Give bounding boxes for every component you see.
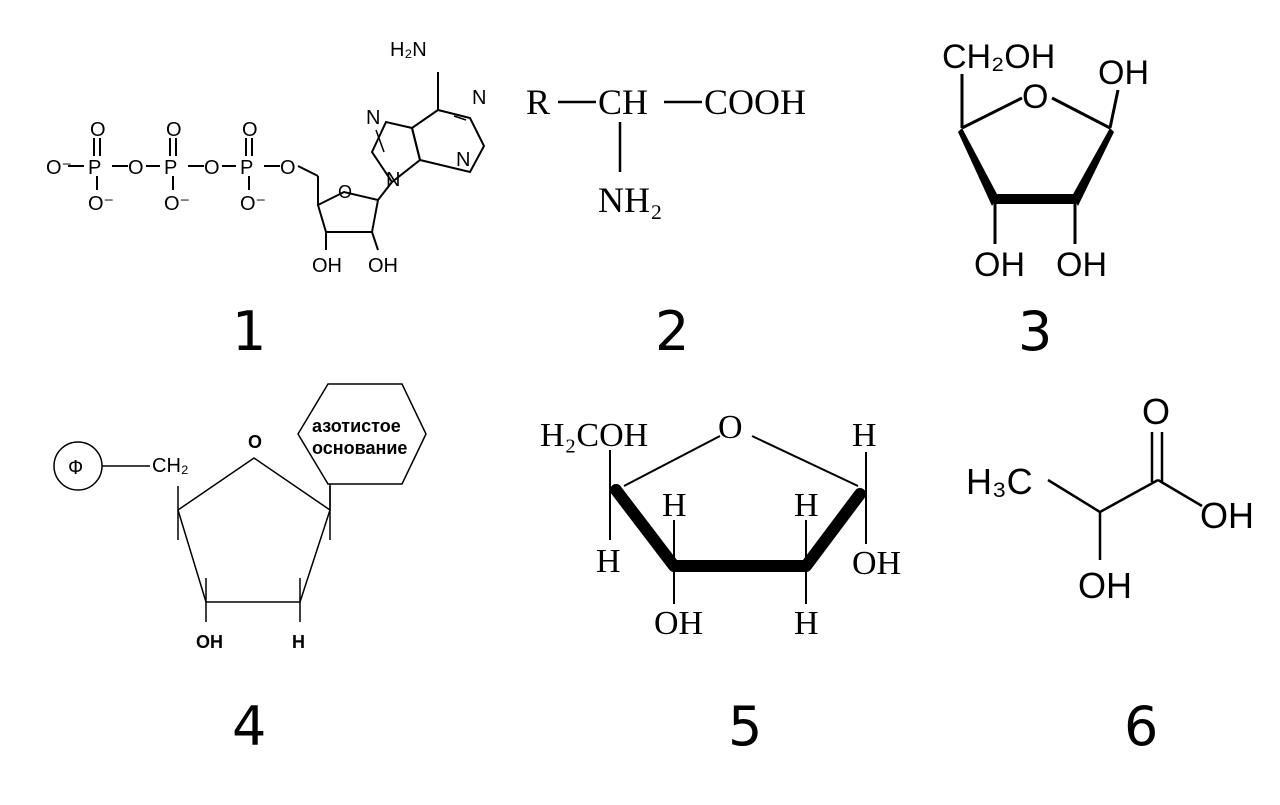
haworth-oh-bottom: OH	[654, 605, 703, 642]
haworth-oh-right: OH	[852, 545, 901, 582]
panel-2-amino-acid: R CH COOH NH₂	[526, 82, 806, 220]
panel-number-5: 5	[728, 695, 762, 758]
nucleotide-base-line1: азотистое	[312, 416, 401, 436]
haworth-h-left: H	[596, 543, 621, 580]
nucleotide-phosphate: Ф	[68, 457, 83, 479]
atp-o-bridge-2: O	[204, 157, 220, 179]
atp-o-top-1: O	[90, 119, 106, 141]
amino-nh2: NH₂	[598, 180, 663, 220]
atp-ring-o: O	[338, 182, 352, 202]
haworth-h-inner-right: H	[794, 487, 819, 524]
atp-n1: N	[472, 87, 486, 109]
nucleotide-h: H	[292, 632, 305, 652]
atp-p1: P	[88, 157, 101, 179]
lactic-o-top: O	[1142, 391, 1170, 432]
atp-o-minus-left: O⁻	[46, 157, 72, 179]
panel-3-ribose: CH₂OH O OH OH OH	[942, 38, 1149, 284]
lactic-h3c: H₃C	[966, 461, 1033, 502]
haworth-h-bottom: H	[794, 605, 819, 642]
atp-o-top-3: O	[242, 119, 258, 141]
atp-p3: P	[240, 157, 253, 179]
ribose-oh-bottom-right: OH	[1056, 246, 1107, 284]
nucleotide-oh: OH	[196, 632, 223, 652]
panel-1-atp	[68, 72, 486, 251]
atp-o-top-2: O	[166, 119, 182, 141]
ribose-ring-o: O	[1022, 78, 1048, 116]
panel-1-labels: O⁻ P O P O P O O O O O⁻ O⁻ O⁻ O OH OH H₂…	[46, 39, 486, 277]
amino-ch: CH	[598, 82, 648, 122]
haworth-ring-o: O	[718, 409, 743, 446]
panel-5-haworth: H₂COH O H H H H OH OH H	[540, 409, 901, 642]
atp-o-minus-bottom-1: O⁻	[88, 193, 114, 215]
haworth-h-inner-left: H	[662, 487, 687, 524]
panel-number-3: 3	[1018, 300, 1052, 363]
panel-6-lactic-acid: H₃C O OH OH	[966, 391, 1254, 606]
nucleotide-ch2: CH₂	[152, 455, 189, 477]
panel-number-4: 4	[232, 695, 266, 758]
haworth-h-top-right: H	[852, 417, 877, 454]
atp-o-minus-bottom-3: O⁻	[240, 193, 266, 215]
ribose-bold-bond	[995, 194, 1075, 204]
panel-number-6: 6	[1124, 695, 1158, 758]
panel-4-nucleotide: Ф CH₂ O азотистое основание OH H	[53, 383, 427, 652]
base-hexagon	[297, 383, 427, 485]
atp-o-bridge-1: O	[128, 157, 144, 179]
atp-o-bridge-3: O	[280, 157, 296, 179]
atp-n7: N	[366, 107, 380, 129]
atp-amine: H₂N	[390, 39, 427, 61]
lactic-oh-right: OH	[1200, 495, 1254, 536]
amino-r: R	[526, 82, 550, 122]
atp-n3: N	[456, 149, 470, 171]
amino-cooh: COOH	[704, 82, 806, 122]
ribose-oh-top-right: OH	[1098, 54, 1149, 92]
atp-oh-right: OH	[368, 255, 398, 277]
nucleotide-ring-o: O	[248, 432, 262, 452]
atp-p2: P	[164, 157, 177, 179]
panel-number-2: 2	[655, 300, 689, 363]
lactic-oh-bottom: OH	[1078, 565, 1132, 606]
atp-o-minus-bottom-2: O⁻	[164, 193, 190, 215]
haworth-h2coh: H₂COH	[540, 417, 648, 454]
atp-n9: N	[386, 169, 400, 191]
ribose-ch2oh: CH₂OH	[942, 38, 1055, 76]
atp-oh-left: OH	[312, 255, 342, 277]
ribose-oh-bottom-left: OH	[974, 246, 1025, 284]
ribose-wedge-left	[958, 128, 998, 206]
ribose-wedge-right	[1072, 128, 1114, 206]
panel-number-1: 1	[232, 300, 266, 363]
nucleotide-base-line2: основание	[312, 438, 407, 458]
